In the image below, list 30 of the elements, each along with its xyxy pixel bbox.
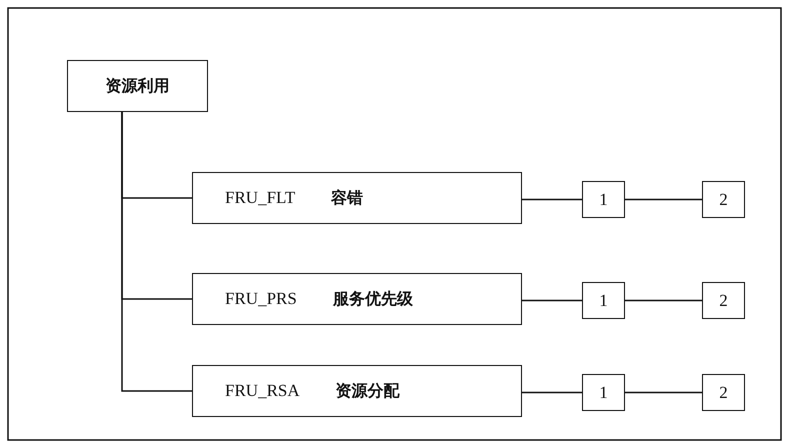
box-label: 2 [719, 190, 728, 210]
connector-line [625, 300, 702, 302]
class-box [67, 60, 208, 112]
component-box [192, 172, 522, 224]
box-label: 容错 [331, 188, 364, 208]
box-label: 2 [719, 382, 728, 402]
level-box [702, 181, 745, 218]
level-box [702, 374, 745, 411]
level-box [702, 282, 745, 319]
connector-line [522, 198, 582, 200]
box-label: 1 [599, 290, 608, 310]
box-label: 1 [599, 382, 608, 402]
connector-line [522, 300, 582, 302]
box-label: 1 [599, 190, 608, 210]
level-box [582, 282, 625, 319]
level-box [582, 181, 625, 218]
box-label: 资源利用 [106, 76, 170, 96]
component-box [192, 365, 522, 417]
box-label: 资源分配 [336, 380, 400, 402]
box-label: 服务优先级 [332, 288, 413, 310]
connector-line [625, 392, 702, 394]
box-label: 2 [719, 290, 728, 310]
level-box [582, 374, 625, 411]
component-id: FRU_FLT [225, 188, 296, 208]
connector-line [121, 112, 192, 392]
component-id: FRU_RSA [225, 381, 300, 401]
component-box [192, 273, 522, 325]
connector-line [522, 392, 582, 394]
component-id: FRU_PRS [225, 289, 297, 309]
connector-line [625, 198, 702, 200]
